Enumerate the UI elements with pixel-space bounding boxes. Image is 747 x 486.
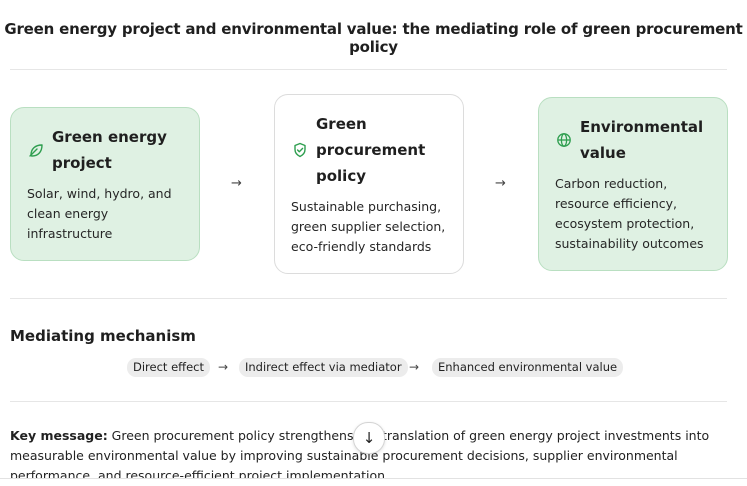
node-title: Green energy project [52,128,167,172]
diagram-title: Green energy project and environmental v… [4,20,743,56]
divider-top [10,69,727,70]
step-arrow-2: → [409,360,420,374]
node-green-procurement-policy: Green procurement policy Sustainable pur… [274,94,464,274]
step-direct-effect: Direct effect [127,358,210,377]
node-title: Green procurement policy [316,115,426,185]
shield-check-icon [291,141,309,159]
divider-bottom [10,401,727,402]
step-arrow-1: → [218,360,229,374]
step-enhanced-value: Enhanced environmental value [432,358,624,377]
mechanism-title: Mediating mechanism [10,327,196,345]
scroll-down-button[interactable]: ↓ [353,422,385,454]
arrow-down-icon: ↓ [362,429,376,447]
leaf-icon [27,141,45,159]
node-description: Solar, wind, hydro, and clean energy inf… [27,186,172,241]
arrow-2: → [495,176,506,191]
bottom-bar [0,478,747,484]
node-green-energy-project: Green energy project Solar, wind, hydro,… [10,107,200,261]
node-description: Carbon reduction, resource efficiency, e… [555,176,704,251]
node-description: Sustainable purchasing, green supplier s… [291,199,446,254]
divider-middle [10,298,727,299]
arrow-1: → [231,176,242,191]
node-title: Environmental value [580,118,704,162]
key-message-label: Key message: [10,428,108,443]
step-indirect-effect: Indirect effect via mediator [239,358,408,377]
globe-icon [555,131,573,149]
node-environmental-value: Environmental value Carbon reduction, re… [538,97,728,271]
